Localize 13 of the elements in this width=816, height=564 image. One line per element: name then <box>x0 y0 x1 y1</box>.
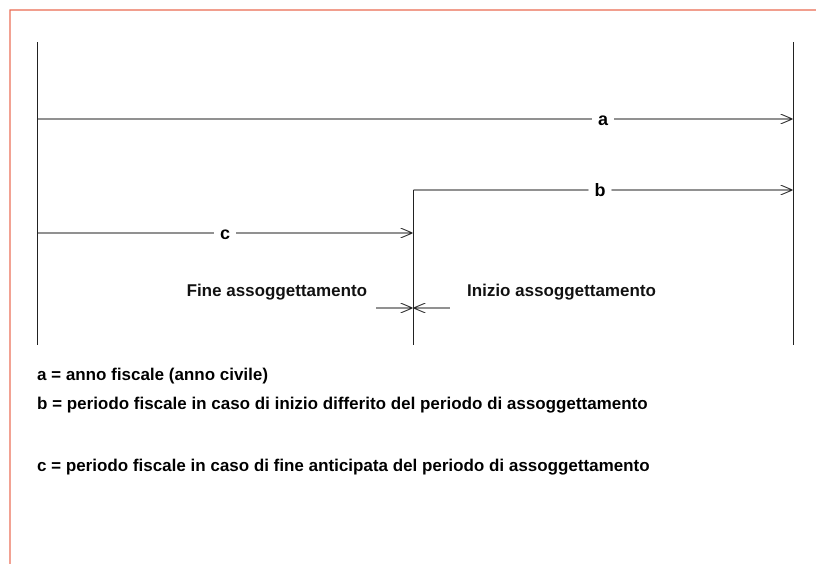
legend-text: a = anno fiscale (anno civile) <box>37 364 269 386</box>
arrow <box>37 114 793 124</box>
legend-text: c = periodo fiscale in caso di fine anticipata del periodo di assoggettamento <box>37 455 651 477</box>
arrow <box>413 302 450 314</box>
arrow <box>376 302 413 314</box>
arrow <box>37 228 413 238</box>
boundary-label: Inizio assoggettamento <box>467 280 657 302</box>
vertical-line <box>36 42 38 345</box>
vertical-line <box>792 42 794 345</box>
legend-text: b = periodo fiscale in caso di inizio differito del periodo di assoggettamento <box>37 393 649 415</box>
arrow <box>413 184 793 196</box>
vertical-line <box>412 190 414 345</box>
boundary-label: Fine assoggettamento <box>186 280 367 302</box>
